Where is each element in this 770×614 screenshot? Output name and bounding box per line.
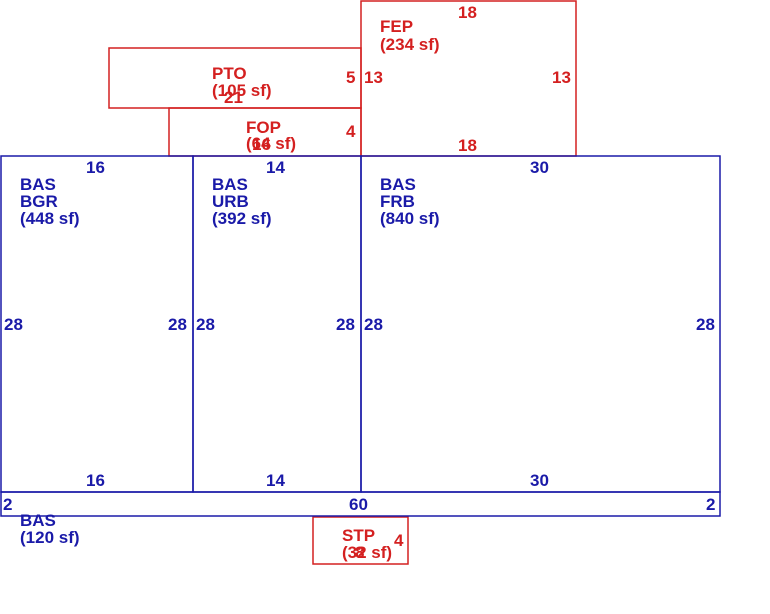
bas-urb-code: BAS bbox=[212, 175, 248, 194]
frb-bottom-dimension: 30 bbox=[530, 471, 549, 490]
frb-left-dimension: 28 bbox=[364, 315, 383, 334]
fep-bottom-dimension: 18 bbox=[458, 136, 477, 155]
bas-bgr-code: BAS bbox=[20, 175, 56, 194]
stp-top-dimension: 8 bbox=[355, 543, 364, 562]
fop-right-dimension: 4 bbox=[346, 122, 356, 141]
stp-area: (32 sf) bbox=[342, 543, 392, 562]
bas-frb-code: BAS bbox=[380, 175, 416, 194]
fep-right-dimension: 13 bbox=[552, 68, 571, 87]
bas-bgr-sub: BGR bbox=[20, 192, 58, 211]
fep-left-dimension: 13 bbox=[364, 68, 383, 87]
pto-code: PTO bbox=[212, 64, 247, 83]
stp-code: STP bbox=[342, 526, 375, 545]
frb-right-dimension: 28 bbox=[696, 315, 715, 334]
urb-right-dimension: 28 bbox=[336, 315, 355, 334]
bas-frb-area: (840 sf) bbox=[380, 209, 440, 228]
bas-urb-area: (392 sf) bbox=[212, 209, 272, 228]
fop-code: FOP bbox=[246, 118, 281, 137]
bas-strip-area: (120 sf) bbox=[20, 528, 80, 547]
pto-bottom-dimension: 21 bbox=[224, 88, 243, 107]
fop-bottom-dimension: 16 bbox=[252, 135, 271, 154]
bgr-left-dimension: 28 bbox=[4, 315, 23, 334]
strip-left-dimension: 2 bbox=[3, 495, 12, 514]
bas-bgr-area: (448 sf) bbox=[20, 209, 80, 228]
stp-outline bbox=[312, 516, 409, 565]
bas-frb-sub: FRB bbox=[380, 192, 415, 211]
fep-code: FEP bbox=[380, 17, 413, 36]
bgr-top-dimension: 16 bbox=[86, 158, 105, 177]
strip-bottom-dimension: 60 bbox=[349, 495, 368, 514]
urb-top-dimension: 14 bbox=[266, 158, 285, 177]
strip-right-dimension: 2 bbox=[706, 495, 715, 514]
bgr-right-dimension: 28 bbox=[168, 315, 187, 334]
fep-area: (234 sf) bbox=[380, 35, 440, 54]
pto-area: (105 sf) bbox=[212, 81, 272, 100]
fep-top-dimension: 18 bbox=[458, 3, 477, 22]
urb-bottom-dimension: 14 bbox=[266, 471, 285, 490]
stp-right-dimension: 4 bbox=[394, 531, 404, 550]
bgr-bottom-dimension: 16 bbox=[86, 471, 105, 490]
fop-area: (64 sf) bbox=[246, 134, 296, 153]
bas-urb-sub: URB bbox=[212, 192, 249, 211]
urb-left-dimension: 28 bbox=[196, 315, 215, 334]
bas-strip-outline bbox=[0, 491, 721, 517]
bas-strip-code: BAS bbox=[20, 511, 56, 530]
pto-right-dimension: 5 bbox=[346, 68, 355, 87]
frb-top-dimension: 30 bbox=[530, 158, 549, 177]
